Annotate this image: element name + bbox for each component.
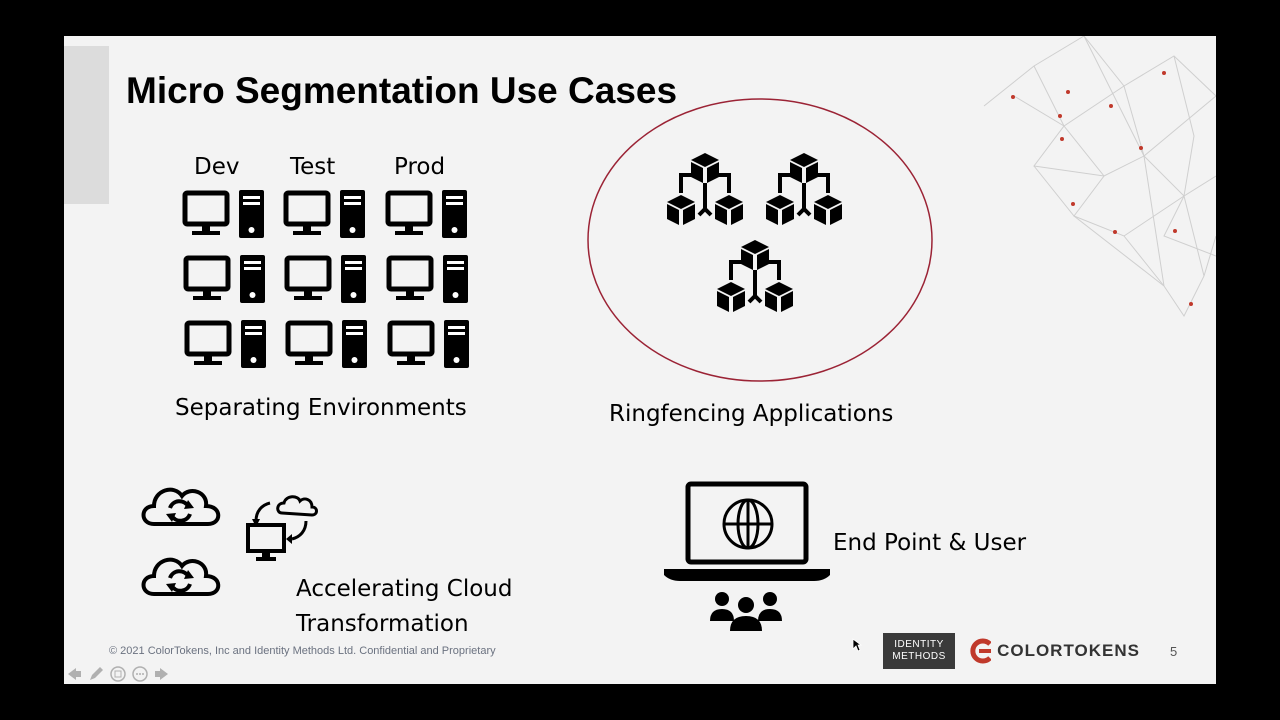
pen-tool-button[interactable] — [86, 664, 106, 684]
colortokens-logo: COLORTOKENS — [970, 636, 1140, 666]
caption-end-point-user: End Point & User — [833, 530, 1027, 556]
page-number: 5 — [1170, 644, 1178, 659]
more-options-button[interactable] — [130, 664, 150, 684]
slide-side-tab — [64, 46, 109, 204]
endpoint-graphic — [664, 481, 830, 631]
cloud-sync-icon — [141, 557, 221, 596]
computer-icon — [388, 190, 467, 238]
computer-icon — [286, 190, 365, 238]
presenter-toolbar — [64, 664, 174, 684]
network-decoration — [983, 36, 1216, 317]
colortokens-wordmark: COLORTOKENS — [997, 641, 1140, 660]
env-label-prod: Prod — [394, 154, 446, 180]
computer-cloud-icon — [246, 495, 318, 561]
app-cluster-icon — [715, 238, 795, 314]
env-label-test: Test — [290, 154, 336, 180]
app-cluster-icon — [665, 151, 745, 227]
previous-slide-button[interactable] — [64, 664, 84, 684]
users-icon — [710, 592, 782, 631]
identity-methods-logo: IDENTITY METHODS — [883, 633, 955, 669]
slide: Micro Segmentation Use Cases Dev Test Pr… — [64, 36, 1216, 684]
next-slide-button[interactable] — [152, 664, 172, 684]
laptop-globe-icon — [664, 481, 830, 581]
computer-icon — [389, 255, 468, 303]
caption-ringfencing-applications: Ringfencing Applications — [609, 401, 894, 427]
arrow-left-icon — [68, 668, 81, 680]
env-label-dev: Dev — [194, 154, 240, 180]
slide-title: Micro Segmentation Use Cases — [126, 70, 678, 111]
computer-icon — [186, 255, 265, 303]
cloud-sync-icon — [141, 487, 221, 526]
arrow-right-icon — [155, 668, 168, 680]
environment-computers — [180, 188, 480, 378]
computer-icon — [288, 320, 367, 368]
caption-cloud-line1: Accelerating Cloud — [296, 576, 513, 602]
slide-footer: © 2021 ColorTokens, Inc and Identity Met… — [109, 645, 496, 657]
pen-icon — [90, 667, 103, 680]
mouse-pointer-icon — [852, 638, 862, 652]
more-icon — [132, 666, 148, 682]
grid-icon — [110, 666, 126, 682]
caption-separating-environments: Separating Environments — [175, 395, 467, 421]
cloud-graphic — [141, 487, 318, 596]
computer-icon — [187, 320, 266, 368]
slides-overview-button[interactable] — [108, 664, 128, 684]
app-cluster-icon — [764, 151, 844, 227]
computer-icon — [287, 255, 366, 303]
computer-icon — [185, 190, 264, 238]
computer-icon — [390, 320, 469, 368]
network-nodes — [1011, 71, 1193, 306]
caption-accelerating-cloud: Accelerating Cloud Transformation — [296, 572, 512, 642]
identity-methods-line2: METHODS — [892, 651, 946, 662]
colortokens-mark-icon — [970, 638, 992, 664]
caption-cloud-line2: Transformation — [296, 611, 469, 637]
identity-methods-line1: IDENTITY — [894, 639, 944, 650]
ringfence-circle — [587, 98, 933, 382]
